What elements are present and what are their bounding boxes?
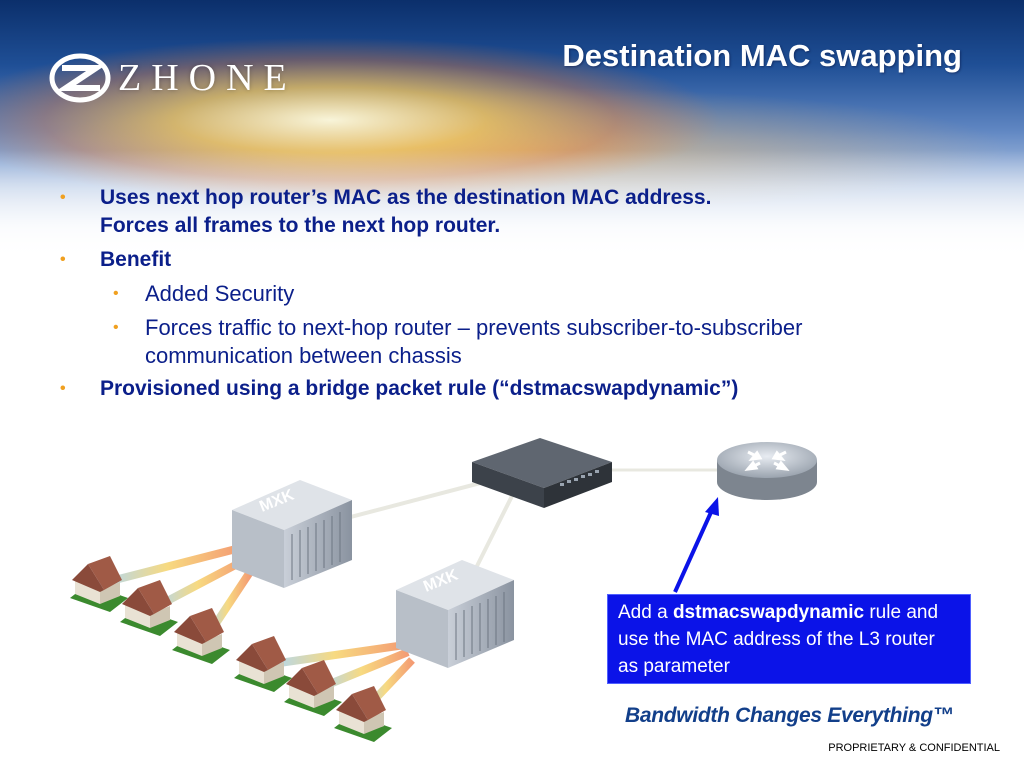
callout-prefix: Add a xyxy=(618,602,673,623)
callout-box: Add a dstmacswapdynamic rule and use the… xyxy=(607,594,971,684)
zhone-logo: ZHONE xyxy=(48,48,368,108)
bullet-item: • Benefit xyxy=(60,246,172,274)
bullet-item: • Uses next hop router’s MAC as the dest… xyxy=(60,184,712,240)
tagline: Bandwidth Changes Everything™ xyxy=(625,704,954,727)
bullet-line: Added Security xyxy=(145,281,295,306)
mxk-chassis: MXK xyxy=(232,480,352,588)
house-icon xyxy=(234,636,292,692)
bullet-item: • Provisioned using a bridge packet rule… xyxy=(60,375,739,403)
bullet-line: Forces traffic to next-hop router – prev… xyxy=(145,315,803,340)
house-icon xyxy=(172,608,230,664)
bullet-dot-icon: • xyxy=(60,380,66,397)
link-line xyxy=(468,479,522,581)
header-fade xyxy=(0,150,1024,260)
bullet-dot-icon: • xyxy=(60,251,66,268)
bullet-dot-icon: • xyxy=(113,285,119,302)
logo-text: ZHONE xyxy=(118,57,297,99)
bullet-line: Benefit xyxy=(100,248,172,271)
callout-arrow xyxy=(673,509,714,593)
bullet-line: communication between chassis xyxy=(145,343,462,368)
bullet-line: Provisioned using a bridge packet rule (… xyxy=(100,377,739,400)
mxk-chassis: MXK xyxy=(396,560,514,668)
zhone-logo-mark xyxy=(49,53,111,103)
footer-text: PROPRIETARY & CONFIDENTIAL xyxy=(828,742,1000,754)
callout-rule-name: dstmacswapdynamic xyxy=(672,602,865,623)
house-icon xyxy=(284,660,342,716)
house-icon xyxy=(334,686,392,742)
fiber-bundle xyxy=(264,641,406,669)
callout-suffix: rule and use the MAC address of the L3 r… xyxy=(618,602,939,677)
bullet-line: Forces all frames to the next hop router… xyxy=(100,214,501,237)
ethernet-switch xyxy=(472,438,612,508)
house-icon xyxy=(70,556,128,612)
house-icon xyxy=(120,580,178,636)
sub-bullet-item: • Added Security xyxy=(113,280,295,308)
bullet-line: Uses next hop router’s MAC as the destin… xyxy=(100,186,712,209)
sub-bullet-item: • Forces traffic to next-hop router – pr… xyxy=(113,314,803,370)
bullet-dot-icon: • xyxy=(113,319,119,336)
bullet-dot-icon: • xyxy=(60,189,66,206)
slide-title: Destination MAC swapping xyxy=(562,38,962,73)
l3-router xyxy=(717,442,817,500)
arrow-head-icon xyxy=(705,497,719,516)
